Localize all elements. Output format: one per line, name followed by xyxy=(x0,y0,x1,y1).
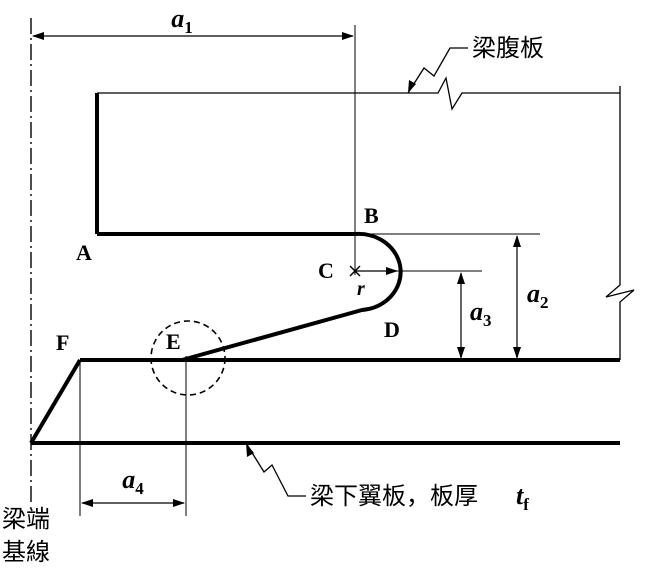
point-label-c: C xyxy=(318,258,334,283)
access-hole-profile xyxy=(97,231,403,362)
point-label-b: B xyxy=(364,203,379,228)
a2-label: a2 xyxy=(527,279,549,312)
flange-callout-leader xyxy=(245,442,306,497)
a1-base: a xyxy=(171,4,184,33)
point-label-d: D xyxy=(384,317,400,342)
web-callout-arrowhead xyxy=(408,80,416,93)
web-callout-text: 梁腹板 xyxy=(472,34,544,62)
point-label-f: F xyxy=(56,330,69,355)
a3-base: a xyxy=(470,297,483,326)
flange-thickness-sub: f xyxy=(523,495,529,514)
a4-base: a xyxy=(122,465,135,494)
flange-callout-arrowhead xyxy=(246,443,254,457)
flange-callout-text: 梁下翼板，板厚 xyxy=(310,482,478,510)
a4-sub: 4 xyxy=(135,479,144,498)
detail-circle-e xyxy=(150,320,226,396)
a3-label: a3 xyxy=(470,297,492,330)
a1-sub: 1 xyxy=(184,18,193,37)
point-label-a: A xyxy=(76,240,92,265)
baseline-label-line2: 基線 xyxy=(2,538,50,566)
a1-label: a1 xyxy=(171,4,193,37)
radius-label: r xyxy=(357,278,365,300)
flange-thickness-base: t xyxy=(516,481,524,510)
a2-sub: 2 xyxy=(540,293,549,312)
beam-web-top-edge xyxy=(97,76,620,111)
flange-thickness-symbol: tf xyxy=(516,481,529,514)
flange-callout-prefix: 梁下翼板，板厚 xyxy=(310,482,478,510)
point-label-e: E xyxy=(166,329,181,354)
beam-web-right-break xyxy=(605,86,635,360)
a2-base: a xyxy=(527,279,540,308)
a3-sub: 3 xyxy=(483,311,492,330)
flange-bevel xyxy=(29,358,82,445)
web-callout-leader xyxy=(407,47,468,94)
a4-label: a4 xyxy=(122,465,144,498)
baseline-label-line1: 梁端 xyxy=(2,505,50,533)
